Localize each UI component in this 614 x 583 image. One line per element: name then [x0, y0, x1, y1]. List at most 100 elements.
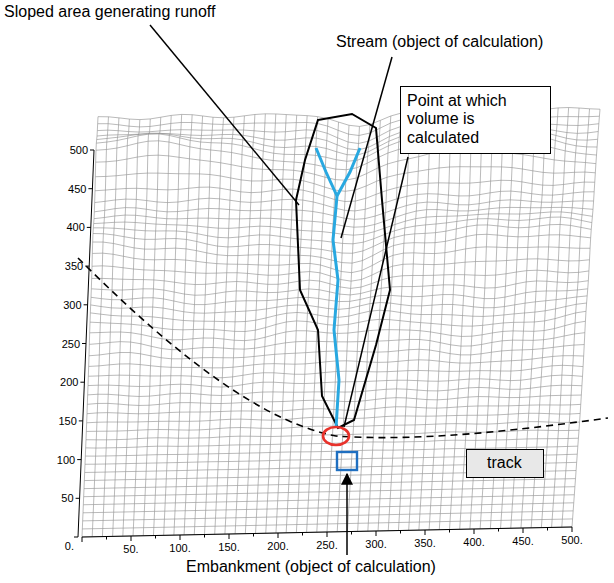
mesh-line: [102, 118, 119, 537]
axis-label: 350.: [414, 537, 435, 550]
callout-label: Sloped area generating runoff: [4, 3, 215, 21]
axis-tick: [400, 531, 401, 534]
mesh-line: [245, 114, 265, 534]
mesh-line: [286, 116, 307, 533]
axis-tick: [523, 528, 524, 533]
embankment-square: [337, 452, 357, 470]
axis-tick: [327, 532, 328, 537]
axis-tick: [376, 531, 377, 536]
axis-tick: [106, 537, 107, 540]
mesh-line: [113, 119, 130, 536]
mesh-line: [419, 113, 443, 530]
axis-tick: [84, 304, 88, 305]
axis-tick: [79, 420, 83, 421]
axis-tick: [90, 150, 94, 151]
mesh-line: [153, 115, 171, 535]
mesh-line: [358, 120, 381, 531]
mesh-line: [429, 112, 454, 530]
mesh-line: [409, 113, 433, 530]
axis-label: 450.: [512, 535, 533, 548]
terrain-mesh: [82, 108, 600, 537]
axis-label: 50: [61, 492, 73, 505]
stream-branch: [316, 148, 337, 196]
mesh-line: [82, 117, 98, 537]
axis-tick: [80, 382, 84, 383]
axis-tick: [88, 188, 92, 189]
callout-label: Stream (object of calculation): [336, 33, 543, 51]
axis-ticks: [74, 150, 572, 542]
axis-tick: [498, 529, 499, 532]
callout-box: Point at which volume is calculated: [400, 86, 551, 154]
axis-label: 300: [63, 298, 81, 311]
catchment-outline: [296, 114, 390, 428]
axis-label: 450: [68, 182, 86, 195]
leader-arrow: [346, 474, 348, 555]
callout-label: Embankment (object of calculation): [186, 558, 436, 576]
axis-label: 400.: [463, 536, 484, 549]
axis-tick: [82, 343, 86, 344]
mesh-line: [398, 113, 422, 531]
axis-label: 150.: [218, 541, 239, 554]
axis-tick: [229, 534, 230, 539]
track-box: track: [466, 449, 544, 478]
mesh-line: [194, 117, 213, 534]
calculation-point-circle: [323, 427, 349, 445]
axis-label: 350: [65, 260, 83, 273]
axis-label: 500: [70, 144, 88, 157]
mesh-line: [174, 115, 192, 535]
axis-label: 250: [62, 337, 80, 350]
mesh-line: [225, 116, 245, 534]
axis-tick: [76, 498, 80, 499]
axis-tick: [449, 530, 450, 533]
axis-tick: [351, 532, 352, 535]
axis-label: 150: [58, 415, 76, 428]
axis-tick: [82, 537, 83, 542]
stream-branch: [337, 148, 360, 196]
axis-label: 500.: [561, 534, 582, 547]
track-line: [78, 258, 608, 438]
axis-label: 300.: [365, 538, 386, 551]
mesh-line: [276, 115, 297, 533]
leader-line: [150, 25, 299, 205]
axis-tick: [278, 533, 279, 538]
leader-line: [344, 157, 408, 427]
mesh-line: [164, 114, 182, 535]
mesh-line: [205, 118, 224, 535]
y-axis-line: [78, 150, 94, 537]
axis-tick: [77, 459, 81, 460]
mesh-line: [235, 114, 255, 533]
mesh-line: [307, 119, 329, 533]
mesh-line: [552, 108, 580, 527]
mesh-line: [184, 116, 203, 535]
axis-label: 50.: [123, 543, 138, 556]
mesh-line: [143, 117, 161, 536]
axis-label: 0.: [65, 540, 74, 553]
mesh-line: [572, 109, 600, 527]
axis-label: 100.: [169, 542, 190, 555]
axis-tick: [425, 530, 426, 535]
axis-tick: [131, 536, 132, 541]
axis-tick: [474, 529, 475, 534]
axis-tick: [87, 227, 91, 228]
mesh-line: [388, 112, 412, 531]
mesh-line: [92, 117, 108, 537]
mesh-line: [123, 120, 140, 537]
box-text: Point at which volume is calculated: [407, 92, 544, 147]
box-text: track: [487, 454, 523, 472]
axis-label: 400: [66, 221, 84, 234]
axis-tick: [302, 533, 303, 536]
mesh-line: [256, 114, 276, 533]
axis-tick: [253, 534, 254, 537]
mesh-line: [439, 110, 464, 529]
axis-tick: [180, 535, 181, 540]
axis-label: 200.: [267, 540, 288, 553]
leader-line: [341, 57, 392, 238]
axis-label: 200: [60, 376, 78, 389]
axis-label: 250.: [316, 539, 337, 552]
axis-tick: [74, 537, 78, 538]
axis-label: 100: [57, 453, 75, 466]
stream-line: [333, 196, 339, 428]
axis-tick: [572, 527, 573, 532]
mesh-line: [133, 119, 150, 536]
